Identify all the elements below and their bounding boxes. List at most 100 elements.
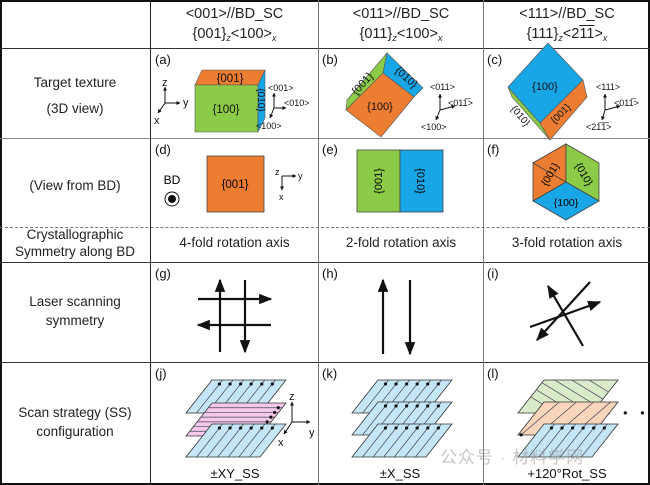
header-line2: {011}z<100>x <box>359 26 443 43</box>
scan-arrow-icon <box>415 382 419 386</box>
scan-arrow-icon <box>640 411 645 415</box>
axis-y: y <box>298 171 303 181</box>
panel-label-b: (b) <box>322 52 338 67</box>
scan-arrow-icon <box>394 426 398 430</box>
header-line1: <011>//BD_SC <box>352 6 450 22</box>
layer-plate <box>351 423 453 458</box>
scan-arrow-icon <box>436 404 440 408</box>
scan-arrow-icon <box>238 382 243 386</box>
xyz-axes-icon <box>157 86 181 114</box>
panel-label-e: (e) <box>322 142 338 157</box>
divider <box>0 138 650 139</box>
scan-layer <box>185 423 287 458</box>
panel-label-k: (k) <box>322 366 337 381</box>
face-label-010: {010} <box>414 168 426 194</box>
scan-arrow-icon <box>260 382 264 386</box>
divider <box>150 0 151 485</box>
xyz-axes-icon <box>283 401 311 435</box>
face-label-001: {001} <box>373 168 385 194</box>
cube-111 <box>507 42 588 141</box>
face-label-100: {100} <box>532 81 558 93</box>
caption-xy-ss: ±XY_SS <box>210 466 259 481</box>
scan-arrow-icon <box>426 404 430 408</box>
scan-arrow-icon <box>404 426 409 430</box>
panel-label-g: (g) <box>155 266 171 281</box>
scan-arrow-icon <box>394 382 398 386</box>
header-line2: {001}z<100>x <box>192 26 277 43</box>
column-header-011: <011>//BD_SC {011}z<100>x <box>319 4 483 48</box>
scan-arrow-icon <box>592 426 596 430</box>
scan-arrow-icon <box>272 410 277 415</box>
scan-layer <box>351 423 453 458</box>
bd-label: BD <box>164 173 181 187</box>
dir-label: <010> <box>284 98 310 108</box>
divider <box>483 0 484 485</box>
face-label-100: {100} <box>213 104 240 116</box>
axis-y: y <box>183 97 189 109</box>
dir-label: <21̅1̅> <box>586 122 612 132</box>
face-label-010: {010} <box>255 88 266 112</box>
scan-arrow-icon <box>549 426 554 430</box>
watermark: 公众号 · 材料学网 <box>440 448 585 467</box>
divider <box>0 48 650 49</box>
axis-x: x <box>278 437 284 449</box>
axis-x: x <box>279 192 284 202</box>
scan-pattern-rot120-icon <box>529 281 602 347</box>
scan-arrow-icon <box>404 404 409 408</box>
caption-rot-ss: +120°Rot_SS <box>527 466 607 481</box>
header-line2: {111}z<211>x <box>526 26 608 43</box>
panel-label-c: (c) <box>487 52 502 67</box>
column-header-001: <001>//BD_SC {001}z<100>x <box>151 4 318 48</box>
axis-y: y <box>309 427 315 439</box>
axis-x: x <box>154 115 160 127</box>
scan-arrow-icon <box>436 426 440 430</box>
column-header-111: <111>//BD_SC {111}z<211>x <box>484 4 650 48</box>
scan-pattern-xy-icon <box>196 278 273 354</box>
dir-label: <111> <box>596 82 620 92</box>
scan-arrow-icon <box>383 404 388 408</box>
layer-plate <box>517 423 619 458</box>
scan-arrow-icon <box>270 426 274 430</box>
scan-arrow-icon <box>238 426 243 430</box>
scan-arrow-icon <box>228 382 232 386</box>
divider <box>0 362 650 363</box>
header-line1: <111>//BD_SC <box>519 6 615 22</box>
cube-011 <box>345 51 424 138</box>
row-label-target-texture: Target texture(3D view) <box>33 75 117 116</box>
scan-arrow-icon <box>260 426 264 430</box>
divider <box>0 262 650 263</box>
dir-label: <001> <box>268 83 294 93</box>
scan-arrow-icon <box>269 415 273 419</box>
row-label-view-from-bd: (View from BD) <box>29 178 121 193</box>
scan-layer <box>517 423 619 458</box>
scan-arrow-icon <box>415 426 419 430</box>
face-001-square <box>206 155 265 213</box>
axis-z: z <box>275 167 280 177</box>
panel-label-f: (f) <box>487 142 499 157</box>
cube-001 <box>194 69 266 133</box>
panel-label-h: (h) <box>322 266 338 281</box>
symmetry-3fold: 3-fold rotation axis <box>511 235 623 250</box>
panel-label-i: (i) <box>487 266 499 281</box>
scan-arrow-icon <box>581 426 585 430</box>
face-label-001: {001} <box>217 73 244 85</box>
scan-arrow-icon <box>415 404 419 408</box>
panel-label-d: (d) <box>155 142 171 157</box>
bd-out-of-plane-icon <box>164 191 180 207</box>
dir-label: <100> <box>421 122 447 132</box>
face-010-rect <box>399 149 444 213</box>
scan-arrow-icon <box>276 406 280 410</box>
dir-label: <100> <box>256 121 282 131</box>
header-line1: <001>//BD_SC <box>185 6 284 22</box>
scan-arrow-icon <box>570 426 575 430</box>
layer-plate <box>185 423 287 458</box>
dir-label: <011̅> <box>448 98 473 108</box>
axis-z: z <box>289 391 295 403</box>
scan-arrow-icon <box>426 382 430 386</box>
scan-arrow-icon <box>265 420 269 424</box>
